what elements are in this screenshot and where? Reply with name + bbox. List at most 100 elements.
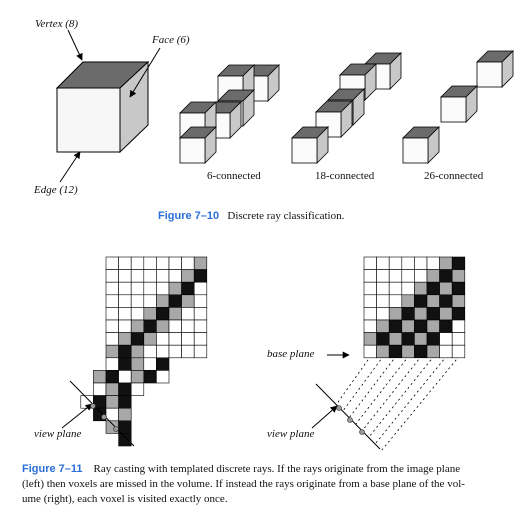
voxel-cell xyxy=(168,281,182,296)
voxel-cell xyxy=(130,256,145,270)
voxel-cell xyxy=(451,256,466,270)
voxel-cell xyxy=(388,307,403,321)
voxel-cube xyxy=(179,126,217,164)
voxel-cell xyxy=(130,332,145,346)
voxel-cell xyxy=(401,332,415,346)
right-voxel-grid xyxy=(363,256,466,359)
voxel-cell xyxy=(118,344,132,359)
voxel-cell xyxy=(168,307,182,321)
voxel-cell xyxy=(439,307,453,321)
voxel-cell xyxy=(105,395,119,409)
figure-7-10-text: Discrete ray classification. xyxy=(227,210,345,222)
figure-7-11-caption: Figure 7–11 Ray casting with templated d… xyxy=(22,462,512,507)
voxel-cell xyxy=(168,294,182,308)
figure-7-11-line1: Figure 7–11 Ray casting with templated d… xyxy=(22,462,512,477)
voxel-cell xyxy=(130,269,145,283)
voxel-cell xyxy=(156,357,170,371)
voxel-cube xyxy=(315,100,353,138)
ray-line xyxy=(342,359,381,412)
voxel-cell xyxy=(181,332,195,346)
voxel-cell xyxy=(93,370,107,384)
voxel-cell xyxy=(156,256,170,270)
voxel-cell xyxy=(414,256,428,270)
voxel-cell xyxy=(401,256,415,270)
voxel-cell xyxy=(118,370,132,384)
voxel-cell xyxy=(376,344,390,359)
eighteen-connected-label: 18-connected xyxy=(315,170,375,182)
voxel-cell xyxy=(105,344,119,359)
base-plane-label: base plane xyxy=(267,348,315,360)
voxel-cell xyxy=(143,344,157,359)
voxel-cell xyxy=(376,269,390,283)
voxel-cell xyxy=(156,307,170,321)
figure-7-11-number: Figure 7–11 xyxy=(22,463,83,475)
voxel-cell xyxy=(156,269,170,283)
vertex-arrow xyxy=(67,29,83,61)
voxel-cell xyxy=(105,382,119,396)
voxel-cell xyxy=(130,307,145,321)
voxel-cell xyxy=(118,357,132,371)
ray-line xyxy=(374,359,444,445)
voxel-cell xyxy=(388,319,403,333)
voxel-cell xyxy=(414,294,428,308)
ray-line xyxy=(355,359,407,425)
voxel-cell xyxy=(168,344,182,359)
voxel-cell xyxy=(193,332,208,346)
voxel-cell xyxy=(181,319,195,333)
voxel-cell xyxy=(193,344,208,359)
voxel-cell xyxy=(388,281,403,296)
voxel-cell xyxy=(376,307,390,321)
voxel-cell xyxy=(363,319,377,333)
voxel-cell xyxy=(451,344,466,359)
voxel-cell xyxy=(105,370,119,384)
voxel-cell xyxy=(363,344,377,359)
voxel-cell xyxy=(439,281,453,296)
voxel-cell xyxy=(105,332,119,346)
voxel-cell xyxy=(414,307,428,321)
voxel-cell xyxy=(105,294,119,308)
voxel-cell xyxy=(439,319,453,333)
voxel-cube xyxy=(440,85,478,123)
voxel-cube xyxy=(291,126,329,164)
voxel-cell xyxy=(130,319,145,333)
six-connected-label: 6-connected xyxy=(207,170,261,182)
voxel-cell xyxy=(414,344,428,359)
voxel-cell xyxy=(193,294,208,308)
voxel-cell xyxy=(181,344,195,359)
voxel-cell xyxy=(451,332,466,346)
voxel-cell xyxy=(439,344,453,359)
voxel-cell xyxy=(401,307,415,321)
voxel-cell xyxy=(130,344,145,359)
voxel-cell xyxy=(451,294,466,308)
voxel-cell xyxy=(93,382,107,396)
voxel-cell xyxy=(156,294,170,308)
voxel-cell xyxy=(143,370,157,384)
voxel-cell xyxy=(118,319,132,333)
voxel-cell xyxy=(118,269,132,283)
left-view-plane-label: view plane xyxy=(34,428,82,440)
voxel-cell xyxy=(363,294,377,308)
vertex-label: Vertex (8) xyxy=(35,18,79,30)
twentysix-connected-label: 26-connected xyxy=(424,170,484,182)
voxel-cell xyxy=(118,433,132,447)
voxel-cell xyxy=(363,269,377,283)
voxel-cell xyxy=(156,281,170,296)
right-view-plane-arrow xyxy=(311,405,338,429)
voxel-cell xyxy=(118,420,132,434)
voxel-cell xyxy=(143,256,157,270)
voxel-cell xyxy=(193,307,208,321)
voxel-cell xyxy=(105,319,119,333)
voxel-cell xyxy=(118,395,132,409)
voxel-cell xyxy=(105,357,119,371)
figure-7-10-caption: Figure 7–10 Discrete ray classification. xyxy=(158,209,344,224)
voxel-cell xyxy=(156,370,170,384)
voxel-cell xyxy=(401,344,415,359)
voxel-cell xyxy=(168,256,182,270)
voxel-cell xyxy=(376,256,390,270)
voxel-cell xyxy=(426,332,440,346)
voxel-cell xyxy=(451,269,466,283)
voxel-cell xyxy=(193,269,208,283)
voxel-cell xyxy=(143,294,157,308)
voxel-cell xyxy=(143,307,157,321)
